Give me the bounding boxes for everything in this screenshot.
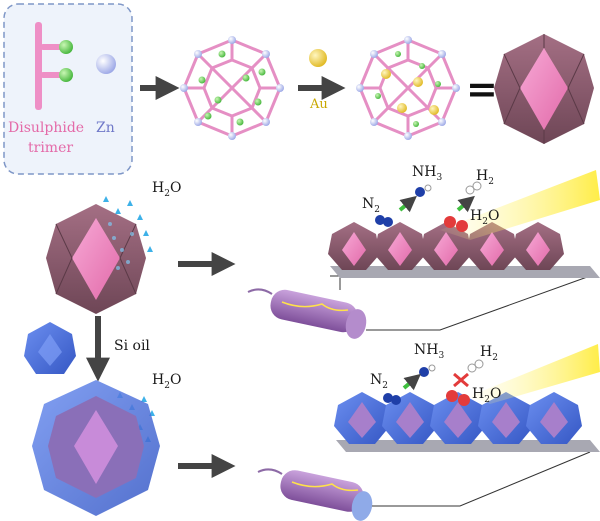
crystal-coated	[32, 380, 160, 516]
nh3-label-top: NH3	[412, 164, 442, 183]
gold-atom-icon	[309, 49, 327, 67]
gold-label: Au	[309, 97, 328, 112]
fiber-bundle-top	[248, 287, 369, 341]
fiber-bundle-bottom	[258, 468, 375, 521]
reaction-molecules-top	[375, 182, 481, 232]
water-label-top: H2O	[152, 180, 181, 199]
building-block-legend: Disulphide trimer Zn	[4, 4, 132, 174]
zoom-line-top	[330, 276, 340, 290]
h2-label-bottom: H2	[480, 344, 498, 363]
zoom-line-top-2	[366, 276, 590, 330]
zoom-line-bottom	[372, 452, 590, 506]
ligand-label-line2: trimer	[28, 140, 73, 156]
si-oil-label: Si oil	[114, 338, 150, 354]
n2-label-bottom: N2	[370, 372, 388, 391]
zn-ion-icon	[96, 54, 116, 74]
crystal-rhombic-dodecahedron	[494, 34, 594, 144]
silicone-oil-crystal-icon	[24, 322, 76, 374]
n2-label-top: N2	[362, 196, 380, 215]
crystal-uncoated	[46, 204, 146, 314]
water-label-bottom: H2O	[152, 372, 181, 391]
mof-cage	[180, 36, 284, 140]
ligand-label-line1: Disulphide	[8, 120, 84, 136]
equals-sign: =	[466, 66, 498, 111]
reaction-molecules-bottom	[383, 360, 483, 406]
mof-cage-gold	[356, 36, 460, 140]
nh3-label-bottom: NH3	[414, 342, 444, 361]
zn-label: Zn	[96, 120, 115, 136]
